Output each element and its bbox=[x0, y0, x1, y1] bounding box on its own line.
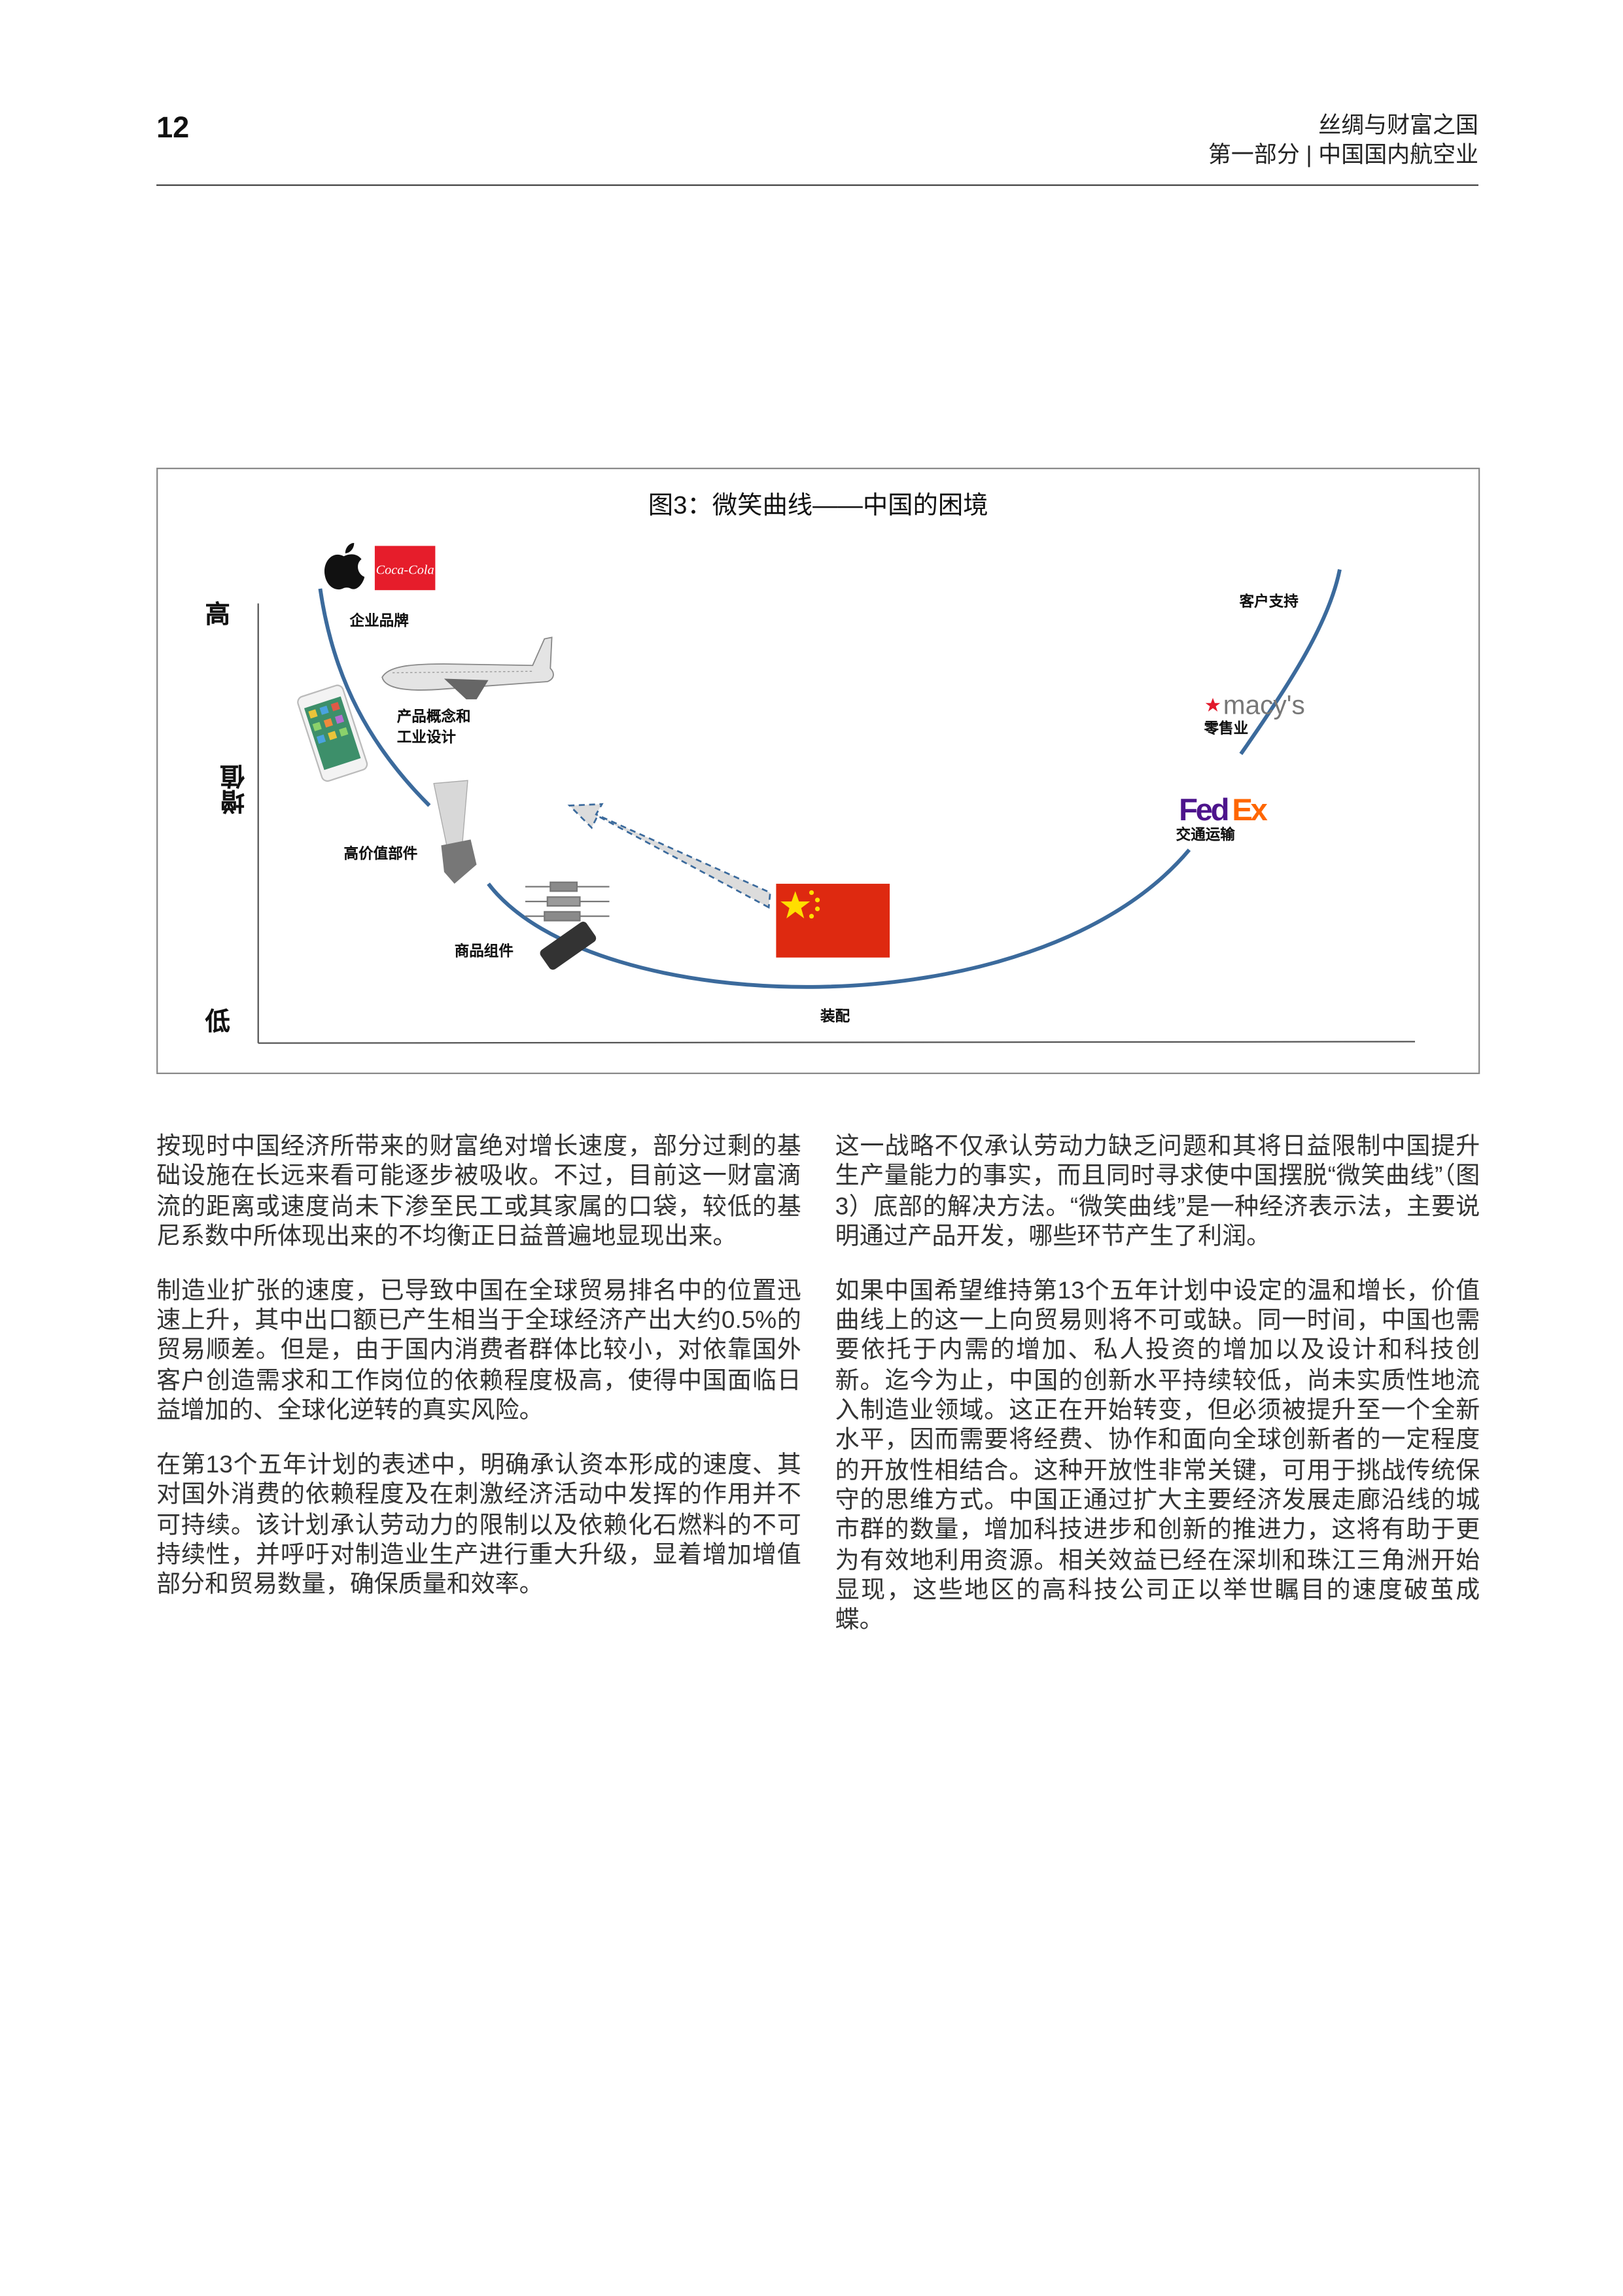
smartphone-icon bbox=[297, 684, 368, 782]
resistors-icon bbox=[525, 881, 610, 922]
smile-curve-diagram: Coca-Cola bbox=[257, 543, 1416, 1044]
airplane-icon bbox=[381, 636, 554, 700]
coca-cola-logo-icon: Coca-Cola bbox=[374, 546, 436, 591]
label-brand: 企业品牌 bbox=[349, 614, 409, 631]
paragraph: 在第13个五年计划的表述中，明确承认资本形成的速度、其对国外消费的依赖程度及在刺… bbox=[156, 1452, 801, 1599]
svg-text:Fed: Fed bbox=[1179, 793, 1228, 827]
label-transport: 交通运输 bbox=[1176, 827, 1235, 844]
label-concept-line2: 工业设计 bbox=[396, 730, 456, 747]
x-axis bbox=[258, 1041, 1416, 1044]
svg-text:macy's: macy's bbox=[1223, 690, 1305, 720]
label-retail: 零售业 bbox=[1204, 721, 1249, 738]
paragraph: 如果中国希望维持第13个五年计划中设定的温和增长，价值曲线上的这一上向贸易则将不… bbox=[835, 1277, 1480, 1634]
header-divider bbox=[156, 184, 1479, 186]
axis-label-low: 低 bbox=[205, 1007, 230, 1036]
upgrade-arrow-icon bbox=[567, 803, 771, 909]
smile-curve-figure: 图3：微笑曲线——中国的困境 bbox=[156, 467, 1480, 1075]
smile-curve bbox=[318, 569, 1342, 989]
running-header: 丝绸与财富之国 第一部分 | 中国国内航空业 bbox=[1208, 112, 1478, 171]
macys-logo-icon: macy's bbox=[1205, 690, 1305, 720]
fedex-logo-icon: Fed Ex bbox=[1179, 793, 1270, 827]
curve-left-segment bbox=[318, 588, 431, 807]
microchip-icon bbox=[540, 922, 597, 970]
page-number: 12 bbox=[156, 112, 190, 145]
label-assembly: 装配 bbox=[820, 1009, 850, 1026]
label-concept-line1: 产品概念和 bbox=[396, 709, 471, 726]
section-title: 第一部分 | 中国国内航空业 bbox=[1208, 143, 1479, 169]
label-high-value-parts: 高价值部件 bbox=[343, 846, 418, 863]
body-column-left: 按现时中国经济所带来的财富绝对增长速度，部分过剩的基础设施在长远来看可能逐步被吸… bbox=[156, 1132, 801, 1625]
book-title: 丝绸与财富之国 bbox=[1318, 113, 1479, 139]
label-commodity-parts: 商品组件 bbox=[454, 944, 514, 961]
curve-right-segment bbox=[1239, 569, 1342, 756]
curve-bottom-segment bbox=[487, 848, 1191, 989]
apple-logo-icon bbox=[324, 543, 365, 590]
paragraph: 按现时中国经济所带来的财富绝对增长速度，部分过剩的基础设施在长远来看可能逐步被吸… bbox=[156, 1133, 801, 1250]
svg-text:Ex: Ex bbox=[1232, 793, 1267, 827]
paragraph: 制造业扩张的速度，已导致中国在全球贸易排名中的位置迅速上升，其中出口额已产生相当… bbox=[156, 1277, 801, 1424]
body-column-right: 这一战略不仅承认劳动力缺乏问题和其将日益限制中国提升生产量能力的事实，而且同时寻… bbox=[835, 1132, 1480, 1660]
label-customer-support: 客户支持 bbox=[1239, 594, 1299, 611]
axis-label-value-added: 增值 bbox=[221, 764, 250, 815]
figure-title: 图3：微笑曲线——中国的困境 bbox=[648, 491, 988, 519]
china-flag-icon bbox=[776, 884, 890, 958]
paragraph: 这一战略不仅承认劳动力缺乏问题和其将日益限制中国提升生产量能力的事实，而且同时寻… bbox=[835, 1133, 1480, 1250]
axis-label-high: 高 bbox=[205, 600, 230, 629]
svg-text:Coca-Cola: Coca-Cola bbox=[376, 563, 434, 577]
turbine-blade-icon bbox=[433, 780, 477, 884]
